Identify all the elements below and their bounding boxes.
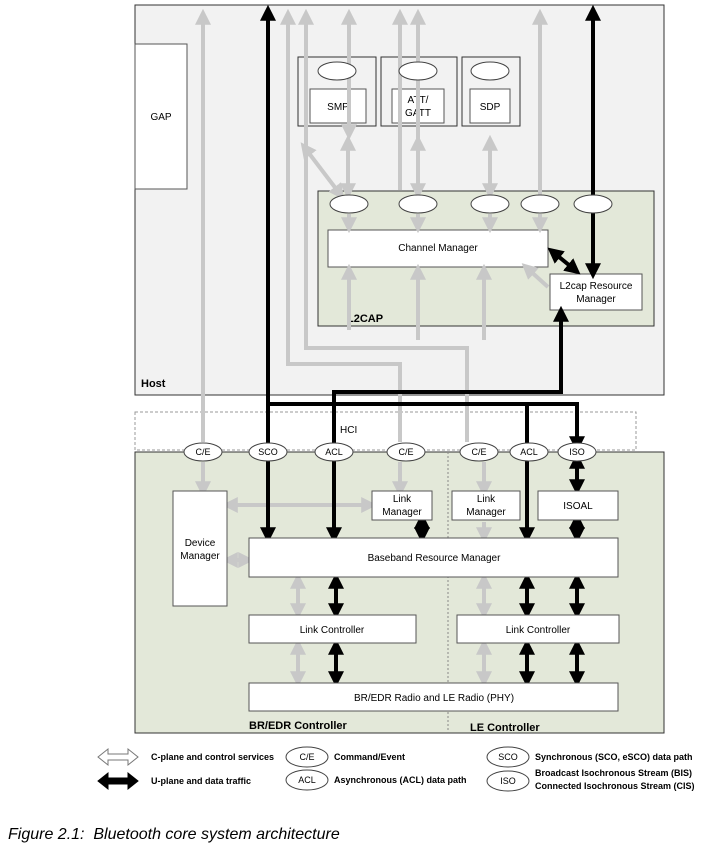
port-acl-2-label: ACL	[520, 447, 538, 457]
legend-acl-badge-label: ACL	[298, 775, 316, 785]
legend-c-plane-arrow-icon	[97, 747, 139, 767]
device-manager-line2: Manager	[180, 551, 220, 562]
host-service-ports	[317, 61, 613, 214]
port-ce-3	[459, 442, 499, 462]
smp-label: SMP	[327, 102, 349, 113]
host-title: Host	[141, 378, 166, 390]
legend-c-plane-text: C-plane and control services	[151, 752, 274, 762]
legend-sco-text: Synchronous (SCO, eSCO) data path	[535, 752, 693, 762]
legend: C-plane and control services U-plane and…	[97, 746, 695, 792]
legend-iso-text-line2: Connected Isochronous Stream (CIS)	[535, 781, 695, 791]
legend-iso-text-line1: Broadcast Isochronous Stream (BIS)	[535, 768, 692, 778]
hci-region	[134, 411, 637, 451]
port-acl-1-label: ACL	[325, 447, 343, 457]
channel-manager-box	[327, 229, 549, 268]
l2cap-port-3	[470, 194, 510, 214]
port-acl-1	[314, 442, 354, 462]
gap-box	[134, 43, 188, 190]
legend-acl-badge	[285, 769, 329, 791]
port-sco	[248, 442, 288, 462]
device-manager-box	[172, 490, 228, 607]
sdp-label: SDP	[480, 102, 501, 113]
br-edr-link-controller-box	[248, 614, 417, 644]
isoal-label: ISOAL	[563, 501, 593, 512]
l2cap-port-2	[398, 194, 438, 214]
le-controller-title: LE Controller	[470, 722, 540, 734]
sdp-port	[470, 61, 510, 81]
le-link-manager-line2: Manager	[466, 507, 506, 518]
le-link-controller-box	[456, 614, 620, 644]
le-link-manager-line1: Link	[477, 494, 496, 505]
legend-u-plane-arrow-icon	[97, 771, 139, 791]
gap-label: GAP	[150, 112, 171, 123]
legend-sco-badge-label: SCO	[498, 752, 518, 762]
hci-ports: C/E SCO ACL C/E C/E ACL ISO	[183, 442, 597, 462]
legend-sco-badge	[486, 746, 530, 768]
l2cap-port-4	[520, 194, 560, 214]
radio-label: BR/EDR Radio and LE Radio (PHY)	[354, 693, 514, 704]
br-edr-controller-title: BR/EDR Controller	[249, 720, 348, 732]
device-manager-line1: Device	[185, 538, 216, 549]
baseband-resource-manager-label: Baseband Resource Manager	[368, 553, 502, 564]
port-ce-2-label: C/E	[398, 447, 413, 457]
smp-port	[317, 61, 357, 81]
port-ce-1-label: C/E	[195, 447, 210, 457]
legend-u-plane-text: U-plane and data traffic	[151, 776, 251, 786]
figure-caption: Figure 2.1: Bluetooth core system archit…	[8, 826, 340, 843]
sdp-box	[469, 88, 511, 124]
legend-ce-text: Command/Event	[334, 752, 405, 762]
port-ce-1	[183, 442, 223, 462]
legend-acl-text: Asynchronous (ACL) data path	[334, 775, 467, 785]
isoal-box	[537, 490, 619, 521]
l2cap-resource-manager-line2: Manager	[576, 294, 616, 305]
port-sco-label: SCO	[258, 447, 278, 457]
legend-ce-badge	[285, 746, 329, 768]
port-iso	[557, 442, 597, 462]
port-acl-2	[509, 442, 549, 462]
l2cap-resource-manager-box	[549, 273, 643, 311]
le-link-controller-label: Link Controller	[506, 625, 571, 636]
br-edr-link-manager-line2: Manager	[382, 507, 422, 518]
hci-label: HCI	[340, 425, 357, 436]
l2cap-port-5	[573, 194, 613, 214]
channel-manager-label: Channel Manager	[398, 243, 478, 254]
legend-iso-badge	[486, 770, 530, 792]
legend-ce-badge-label: C/E	[299, 752, 314, 762]
br-edr-link-manager-line1: Link	[393, 494, 412, 505]
l2cap-resource-manager-line1: L2cap Resource	[560, 281, 633, 292]
le-link-manager-box	[451, 490, 521, 521]
port-iso-label: ISO	[569, 447, 585, 457]
port-ce-2	[386, 442, 426, 462]
radio-box	[248, 682, 619, 712]
l2cap-title: L2CAP	[347, 313, 383, 325]
br-edr-link-manager-box	[371, 490, 433, 521]
br-edr-link-controller-label: Link Controller	[300, 625, 365, 636]
baseband-resource-manager-box	[248, 537, 619, 578]
legend-iso-badge-label: ISO	[500, 776, 516, 786]
port-ce-3-label: C/E	[471, 447, 486, 457]
att-port	[398, 61, 438, 81]
l2cap-port-1	[329, 194, 369, 214]
